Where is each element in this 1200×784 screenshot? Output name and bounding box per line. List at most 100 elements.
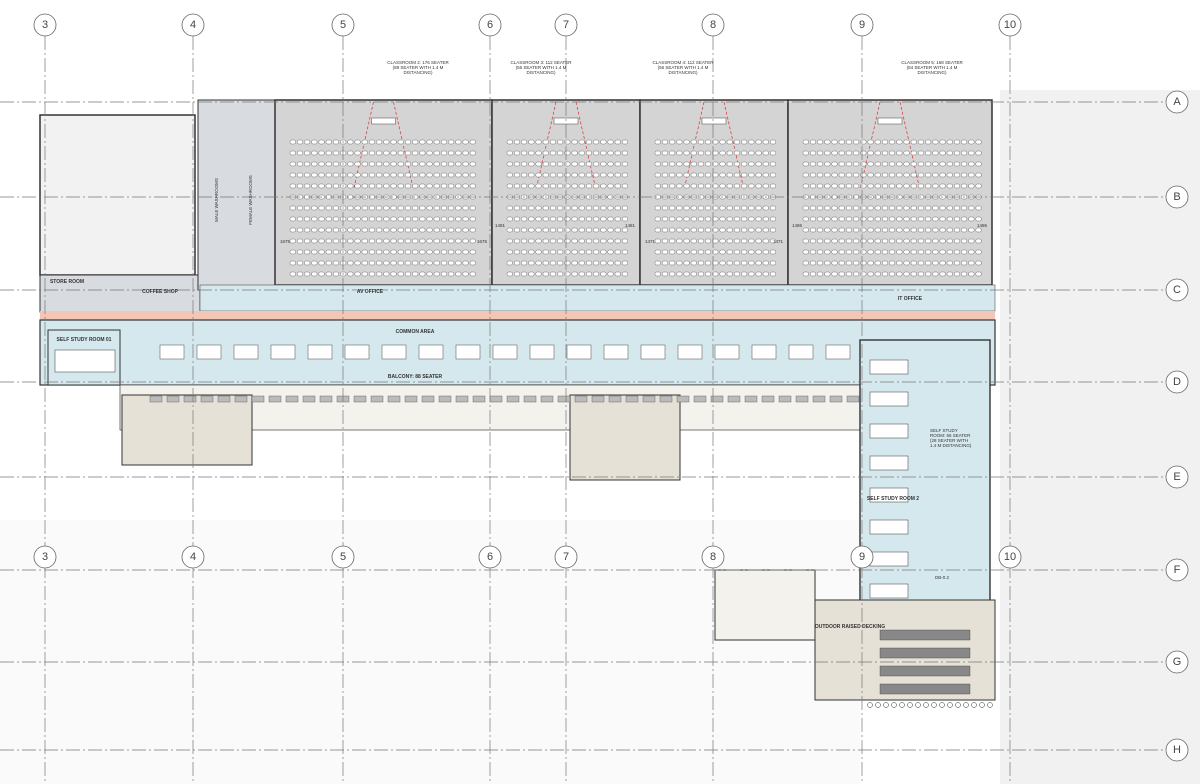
seat bbox=[289, 172, 296, 178]
seat bbox=[654, 183, 661, 189]
seat bbox=[968, 238, 975, 244]
seat bbox=[607, 271, 614, 277]
seat bbox=[762, 249, 769, 255]
seat bbox=[932, 271, 939, 277]
seat bbox=[846, 183, 852, 189]
seat bbox=[347, 227, 354, 233]
study-room-1-table bbox=[54, 349, 116, 373]
seat bbox=[719, 216, 726, 222]
seat bbox=[954, 172, 960, 178]
seat bbox=[968, 161, 975, 167]
bollard bbox=[907, 702, 913, 708]
seat bbox=[347, 205, 354, 211]
seat bbox=[514, 271, 520, 277]
seat bbox=[975, 238, 982, 244]
seat bbox=[369, 216, 375, 222]
seat bbox=[954, 249, 960, 255]
seat bbox=[903, 150, 910, 156]
seat bbox=[390, 227, 397, 233]
seat bbox=[846, 139, 852, 145]
seat bbox=[954, 161, 960, 167]
seat bbox=[810, 161, 816, 167]
seat bbox=[705, 260, 712, 266]
seat bbox=[528, 161, 535, 167]
balcony-seat bbox=[455, 395, 469, 403]
seat bbox=[405, 260, 411, 266]
seat bbox=[419, 249, 426, 255]
study-table bbox=[869, 391, 909, 407]
common-table bbox=[418, 344, 444, 360]
seat bbox=[297, 139, 303, 145]
bollard bbox=[875, 702, 881, 708]
seat bbox=[354, 260, 361, 266]
seat bbox=[433, 139, 440, 145]
seat bbox=[412, 249, 419, 255]
seat bbox=[455, 238, 462, 244]
seat bbox=[853, 238, 860, 244]
balcony-label: BALCONY: 88 SEATER bbox=[388, 374, 443, 380]
seat bbox=[654, 139, 661, 145]
seat bbox=[810, 139, 816, 145]
seat bbox=[762, 205, 769, 211]
grid-label-column: 6 bbox=[487, 19, 493, 31]
seat bbox=[376, 205, 383, 211]
balcony-seat bbox=[251, 395, 265, 403]
seat bbox=[896, 183, 903, 189]
seat bbox=[802, 183, 809, 189]
seat bbox=[397, 183, 404, 189]
seat bbox=[622, 227, 628, 233]
seat bbox=[528, 249, 535, 255]
seat bbox=[564, 161, 571, 167]
seat bbox=[405, 161, 411, 167]
seat bbox=[514, 249, 520, 255]
decking-bench bbox=[879, 665, 971, 677]
seat bbox=[361, 238, 368, 244]
seat bbox=[719, 161, 726, 167]
seat bbox=[542, 139, 549, 145]
seat bbox=[910, 216, 917, 222]
seat bbox=[535, 150, 542, 156]
seat bbox=[748, 260, 755, 266]
seat bbox=[564, 216, 571, 222]
seat bbox=[600, 139, 607, 145]
seat bbox=[903, 260, 910, 266]
seat bbox=[578, 150, 585, 156]
seat bbox=[333, 238, 339, 244]
seat bbox=[705, 205, 712, 211]
seat bbox=[734, 238, 740, 244]
common-table bbox=[344, 344, 370, 360]
seat bbox=[683, 161, 690, 167]
seat bbox=[419, 271, 426, 277]
seat bbox=[506, 183, 513, 189]
balcony-seat bbox=[829, 395, 843, 403]
dimension: 1471 bbox=[773, 239, 784, 244]
seat bbox=[304, 227, 311, 233]
seat bbox=[810, 172, 816, 178]
seat bbox=[734, 227, 740, 233]
bollard bbox=[939, 702, 945, 708]
seat bbox=[889, 139, 896, 145]
seat bbox=[925, 271, 932, 277]
seat bbox=[311, 183, 318, 189]
seat bbox=[405, 172, 411, 178]
seat bbox=[455, 183, 462, 189]
common-table bbox=[788, 344, 814, 360]
seat bbox=[961, 161, 968, 167]
seat bbox=[918, 172, 924, 178]
seat bbox=[441, 172, 447, 178]
seat bbox=[506, 172, 513, 178]
seat bbox=[397, 150, 404, 156]
study-table bbox=[869, 487, 909, 503]
seat bbox=[325, 139, 332, 145]
seat bbox=[946, 172, 953, 178]
accent-strip bbox=[40, 311, 995, 320]
seat bbox=[607, 161, 614, 167]
seat bbox=[762, 161, 769, 167]
seat bbox=[383, 216, 390, 222]
seat bbox=[369, 172, 375, 178]
seat bbox=[376, 249, 383, 255]
seat bbox=[614, 150, 621, 156]
seat bbox=[961, 150, 968, 156]
seat bbox=[376, 161, 383, 167]
seat bbox=[506, 150, 513, 156]
